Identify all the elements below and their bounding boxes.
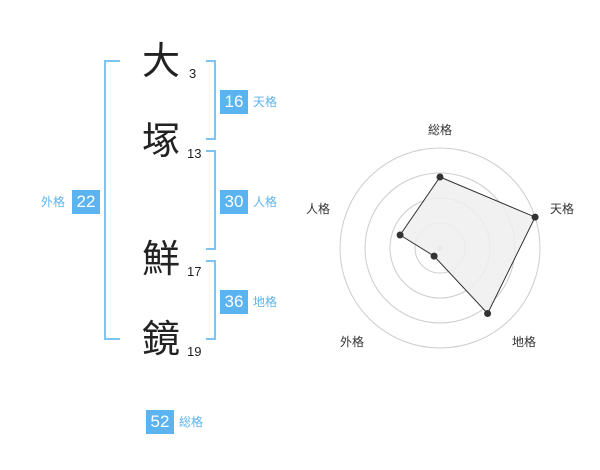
gaikaku-bracket-top (104, 60, 120, 62)
gaikaku-label: 外格 (41, 195, 66, 209)
radar-axis-label-soukaku: 総格 (428, 122, 452, 137)
radar-labels: 総格 天格 地格 外格 人格 (306, 122, 574, 349)
stroke-count-1: 3 (189, 66, 197, 81)
stroke-count-4: 19 (187, 344, 202, 359)
stroke-count-2: 13 (187, 146, 202, 161)
gaikaku-value-badge: 22 (72, 190, 100, 214)
radar-ring-4 (339, 147, 541, 349)
soukaku-label: 総格 (179, 415, 204, 429)
jinkaku-value-badge: 30 (220, 190, 248, 214)
gaikaku-bracket-vertical (104, 60, 106, 340)
tenkaku-value-badge: 16 (220, 90, 248, 114)
soukaku-value-badge: 52 (146, 410, 174, 434)
tenkaku-bracket-bottom (206, 138, 216, 140)
tenkaku-bracket-top (206, 60, 216, 62)
stroke-count-3: 17 (187, 264, 202, 279)
radar-point-2 (484, 310, 492, 317)
radar-axis-label-jinkaku: 人格 (306, 201, 330, 216)
chikaku-bracket-bottom (206, 338, 216, 340)
tenkaku-bracket-vertical (214, 60, 216, 140)
radar-area (399, 176, 536, 315)
radar-point-3 (430, 252, 438, 260)
jinkaku-label: 人格 (253, 195, 278, 209)
radar-axis-label-gaikaku: 外格 (340, 334, 364, 349)
radar-axis-label-chikaku: 地格 (512, 334, 536, 349)
name-char-1: 大 (142, 39, 181, 83)
name-char-4: 鏡 (142, 317, 181, 361)
tenkaku-label: 天格 (253, 95, 278, 109)
chikaku-bracket-vertical (214, 260, 216, 340)
chikaku-label: 地格 (253, 295, 278, 309)
jinkaku-bracket-bottom (206, 248, 216, 250)
jinkaku-bracket-top (206, 150, 216, 152)
jinkaku-bracket-vertical (214, 150, 216, 250)
chikaku-bracket-top (206, 260, 216, 262)
radar-point-1 (531, 213, 539, 221)
chikaku-value-badge: 36 (220, 290, 248, 314)
name-char-3: 鮮 (142, 237, 181, 281)
name-char-2: 塚 (142, 119, 181, 163)
radar-point-0 (436, 173, 444, 181)
radar-axis-label-tenkaku: 天格 (550, 201, 574, 216)
gaikaku-bracket-bottom (104, 338, 120, 340)
radar-point-4 (396, 231, 404, 239)
radar-points (396, 173, 539, 317)
